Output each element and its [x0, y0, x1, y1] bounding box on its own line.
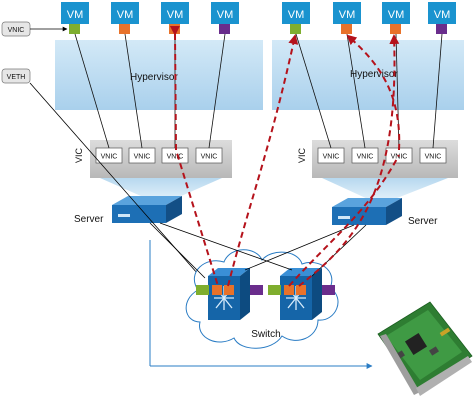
left-server-label: Server	[74, 214, 104, 225]
right-vm-vnic-links	[295, 33, 443, 149]
right-hypervisor-label: Hypervisor	[350, 69, 398, 80]
right-vnic-1: VNIC	[317, 147, 345, 164]
vnic-label: VNIC	[101, 154, 118, 161]
left-vm-1-port-green	[69, 24, 80, 34]
left-hypervisor-label: Hypervisor	[130, 72, 178, 83]
vnic-label: VNIC	[323, 154, 340, 161]
right-vnic-4: VNIC	[419, 147, 447, 164]
vnic-label: VNIC	[167, 154, 184, 161]
left-vm-1: VM	[61, 2, 89, 24]
switch-label: Switch	[251, 329, 280, 340]
left-vm-3: VM	[161, 2, 189, 24]
left-vnic-2: VNIC	[128, 147, 156, 164]
veth-callout-label: VETH	[7, 74, 26, 81]
vm-label: VM	[117, 9, 134, 21]
vnic-label: VNIC	[357, 154, 374, 161]
vm-label: VM	[339, 9, 356, 21]
vm-label: VM	[388, 9, 405, 21]
right-hypervisor-band	[272, 40, 464, 110]
server-uplinks	[149, 222, 367, 279]
left-vm-4: VM	[211, 2, 239, 24]
vnic-label: VNIC	[134, 154, 151, 161]
vic-adapter-card-icon	[149, 240, 473, 396]
left-vnic-3: VNIC	[161, 147, 189, 164]
right-vm-4: VM	[428, 2, 456, 24]
left-vnic-1: VNIC	[95, 147, 123, 164]
vnic-label: VNIC	[391, 154, 408, 161]
vm-traffic-paths	[169, 25, 401, 287]
right-host: Hypervisor VM VM VM VM VIC VNIC VN	[272, 2, 464, 227]
right-vm-1-port-green	[290, 24, 301, 34]
right-vm-1: VM	[282, 2, 310, 24]
left-server-icon	[112, 196, 182, 223]
right-vm-3-port-orange	[390, 24, 401, 34]
vnic-callout: VNIC	[1, 21, 68, 37]
left-vm-2: VM	[111, 2, 139, 24]
vm-label: VM	[67, 9, 84, 21]
right-vm-3: VM	[382, 2, 410, 24]
vnic-label: VNIC	[425, 154, 442, 161]
left-vic-label: VIC	[74, 147, 84, 163]
switch-port-strip	[196, 285, 335, 295]
right-vic-funnel	[322, 178, 448, 200]
right-switch-icon	[280, 268, 322, 320]
vm-label: VM	[434, 9, 451, 21]
right-vm-4-port-purple	[436, 24, 447, 34]
left-vnic-4: VNIC	[195, 147, 223, 164]
left-vm-3-port-orange	[169, 24, 180, 34]
right-server-label: Server	[408, 216, 438, 227]
right-vm-2-port-orange	[341, 24, 352, 34]
left-vm-4-port-purple	[219, 24, 230, 34]
left-vm-2-port-orange	[119, 24, 130, 34]
vm-label: VM	[288, 9, 305, 21]
right-vnic-2: VNIC	[351, 147, 379, 164]
vm-label: VM	[217, 9, 234, 21]
vnic-label: VNIC	[201, 154, 218, 161]
right-vm-2: VM	[333, 2, 361, 24]
left-host: Hypervisor VM VM VM VM VIC VNIC	[55, 2, 263, 225]
right-vic-label: VIC	[297, 147, 307, 163]
left-vic-funnel	[100, 178, 222, 200]
vm-label: VM	[167, 9, 184, 21]
left-hypervisor-band	[55, 40, 263, 110]
vnic-callout-label: VNIC	[8, 27, 25, 34]
